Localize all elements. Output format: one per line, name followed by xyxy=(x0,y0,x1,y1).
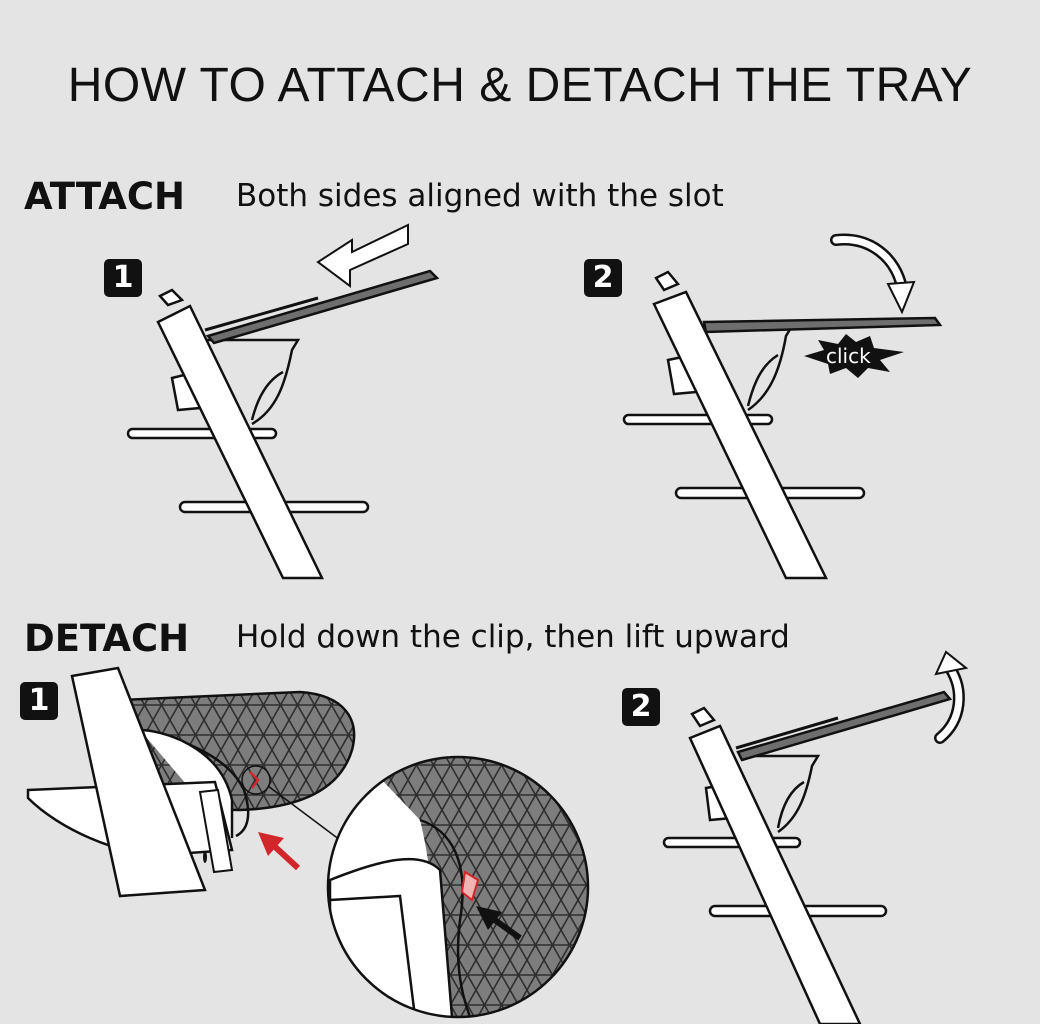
click-burst-icon xyxy=(804,334,904,378)
page-title: HOW TO ATTACH & DETACH THE TRAY xyxy=(67,59,973,112)
attach-step1-badge: 1 xyxy=(104,259,142,297)
attach-step1-chair xyxy=(126,269,440,580)
detach-step1-closeup xyxy=(26,666,356,898)
arrow-left-icon xyxy=(316,223,409,288)
curved-arrow-up-icon xyxy=(934,650,969,744)
attach-subtitle: Both sides aligned with the slot xyxy=(236,178,724,214)
detach-heading: DETACH xyxy=(24,617,190,660)
zoom-detail xyxy=(326,755,590,1019)
red-arrow-icon xyxy=(258,832,301,871)
detach-subtitle: Hold down the clip, then lift upward xyxy=(236,619,790,655)
detach-step2-badge: 2 xyxy=(622,688,660,726)
attach-step2-chair xyxy=(622,270,943,580)
detach-step1-badge: 1 xyxy=(20,682,58,720)
black-arrow-icon xyxy=(476,906,522,941)
curved-arrow-down-icon xyxy=(830,233,916,315)
click-label: click xyxy=(826,344,871,368)
attach-heading: ATTACH xyxy=(24,175,185,218)
detach-step2-chair xyxy=(662,690,953,1024)
attach-step2-badge: 2 xyxy=(584,259,622,297)
